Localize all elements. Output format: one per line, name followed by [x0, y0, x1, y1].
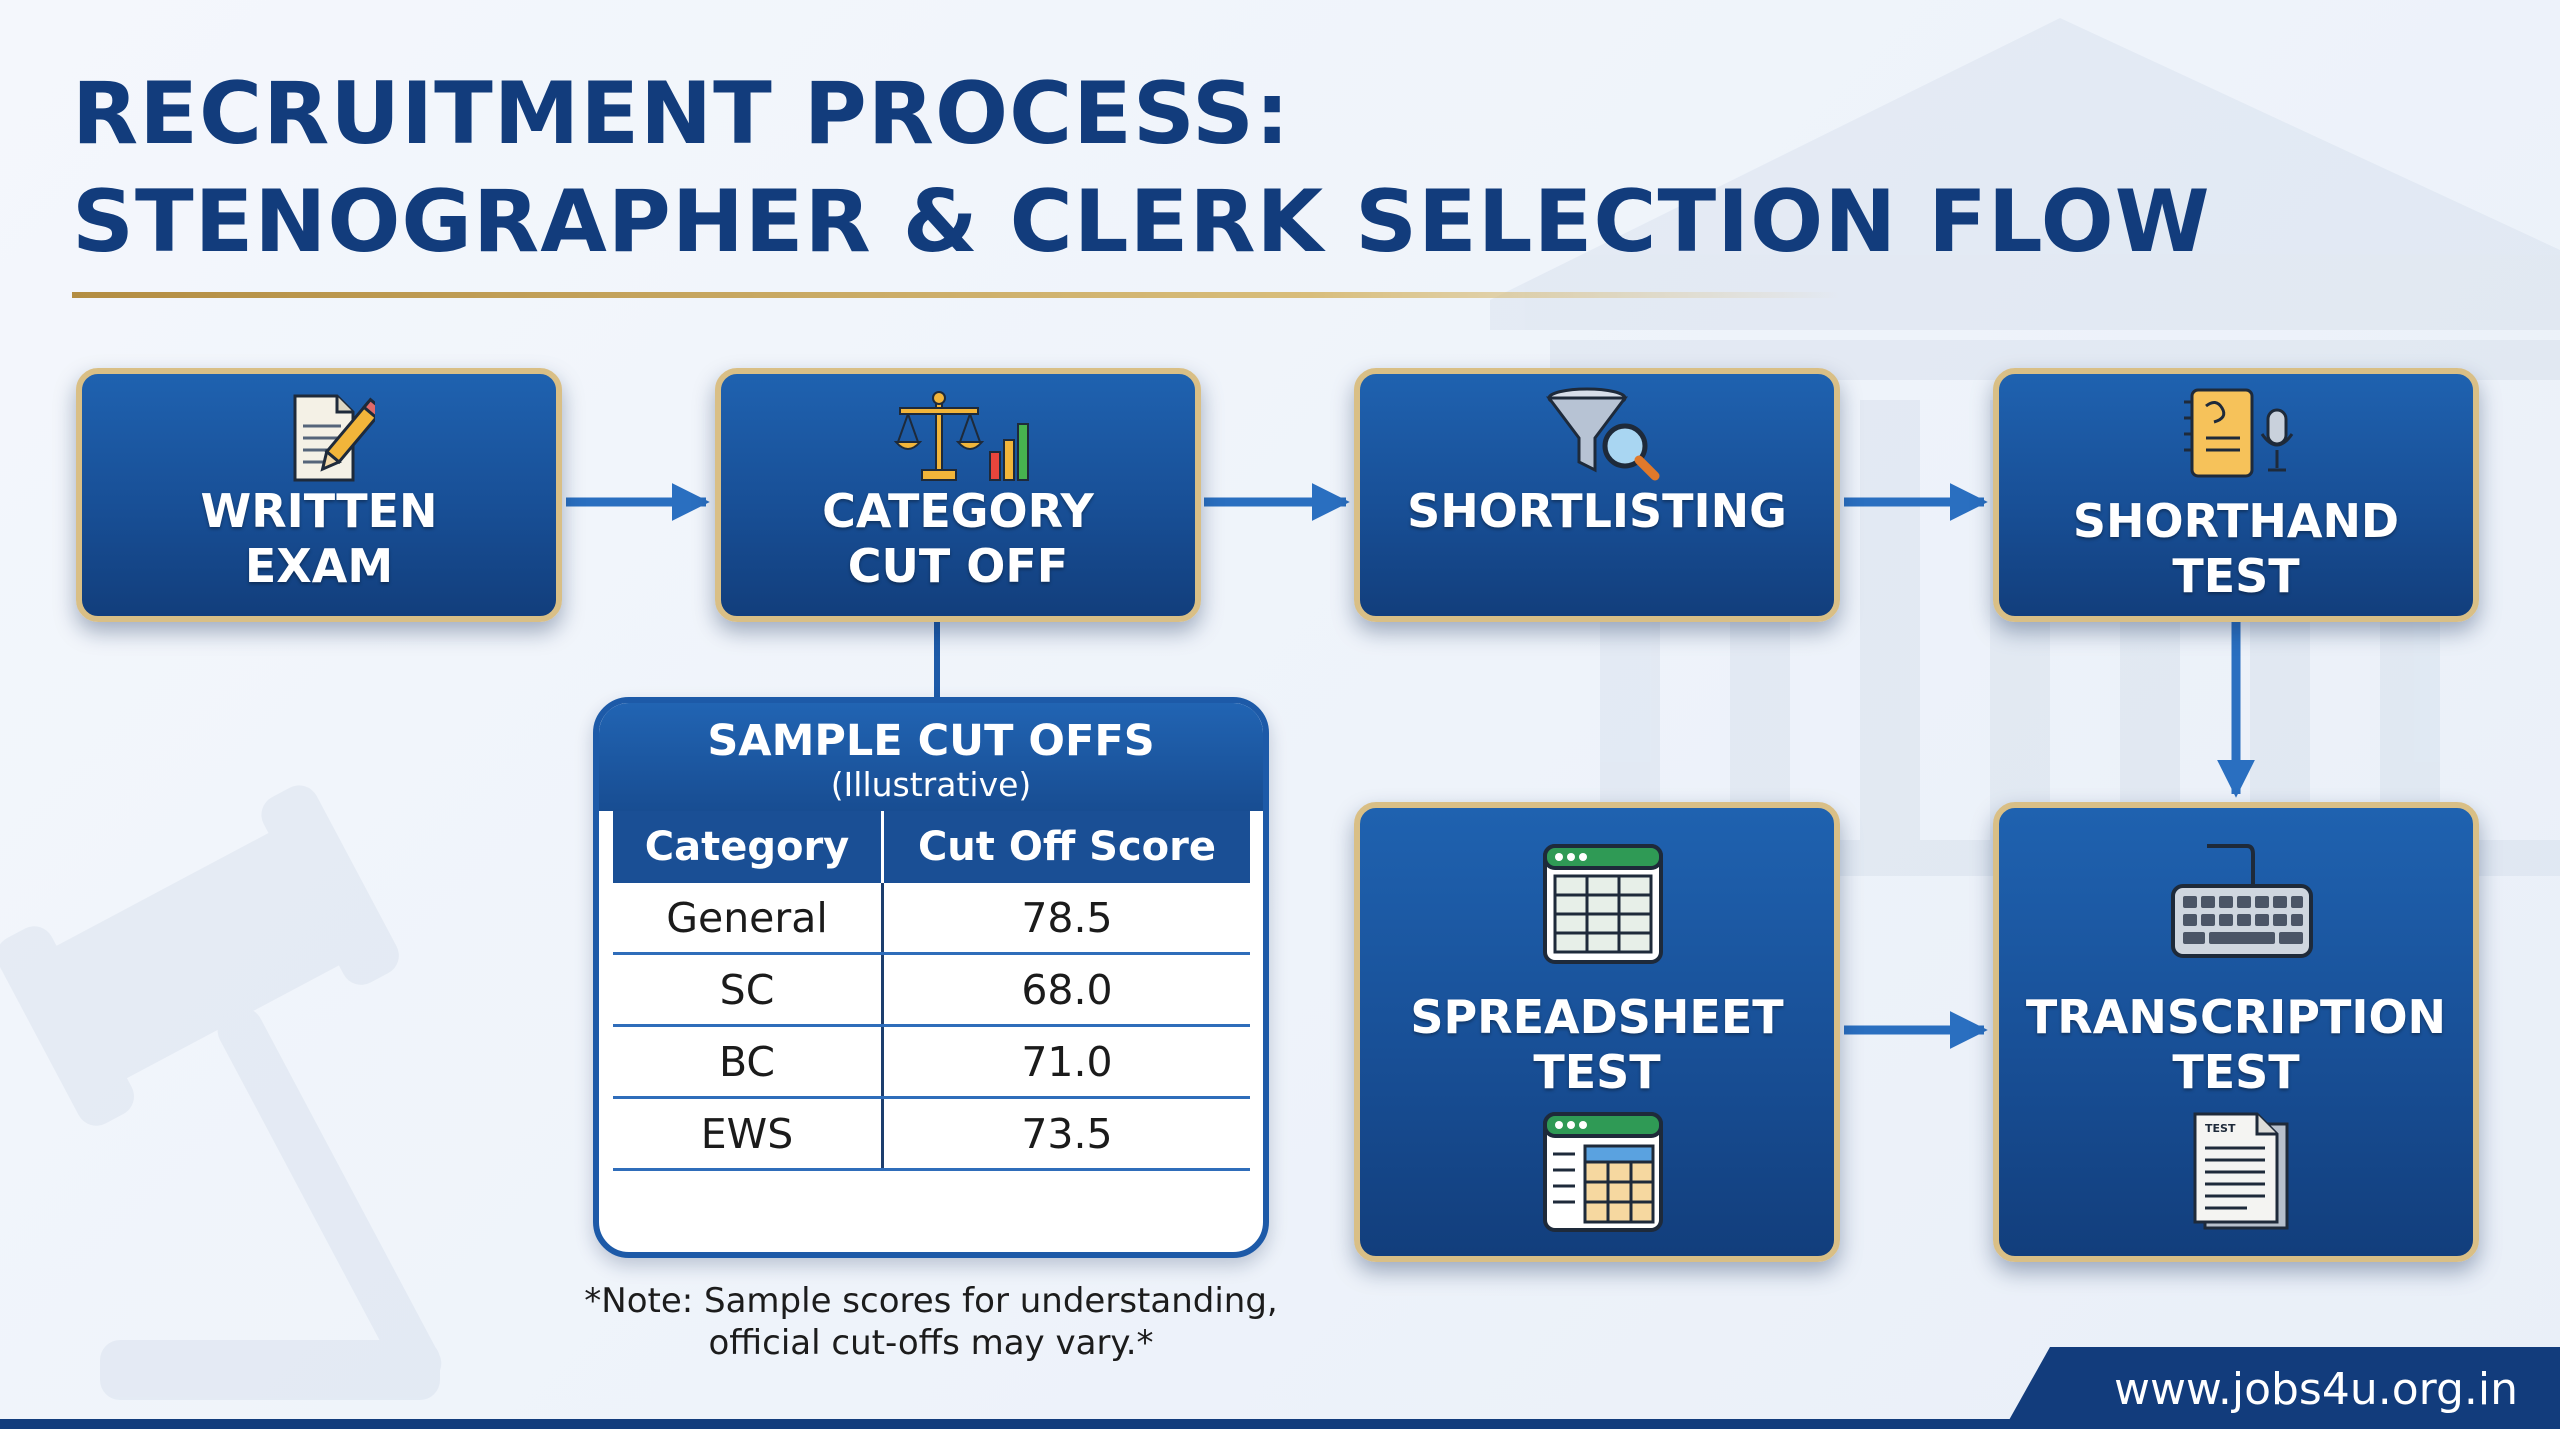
- table-row: EWS 73.5: [613, 1097, 1250, 1171]
- stage-written-exam: WRITTEN EXAM: [76, 368, 562, 622]
- panel-subtitle: (Illustrative): [830, 765, 1032, 804]
- notepad-microphone-icon: [2184, 388, 2294, 478]
- table-header-row: Category Cut Off Score: [613, 811, 1250, 883]
- title-divider: [72, 292, 1840, 298]
- score-cell: 68.0: [882, 953, 1250, 1027]
- category-cell: EWS: [613, 1097, 884, 1171]
- column-header-cut-off-score: Cut Off Score: [882, 811, 1250, 883]
- table-row: BC 71.0: [613, 1025, 1250, 1099]
- title-line-2: STENOGRAPHER & CLERK SELECTION FLOW: [72, 172, 2211, 272]
- score-cell: 73.5: [882, 1097, 1250, 1171]
- stage-label: SPREADSHEET TEST: [1410, 990, 1784, 1099]
- note-line-1: *Note: Sample scores for understanding,: [584, 1281, 1278, 1321]
- spreadsheet-window-icon: [1543, 1112, 1663, 1232]
- title-line-1: RECRUITMENT PROCESS:: [72, 64, 1291, 164]
- bottom-strip: [0, 1419, 2560, 1429]
- stage-label: WRITTEN EXAM: [200, 484, 438, 593]
- exam-paper-pencil-icon: [293, 394, 375, 482]
- sample-cut-offs-panel: SAMPLE CUT OFFS (Illustrative) Category …: [593, 697, 1269, 1258]
- score-cell: 78.5: [882, 883, 1250, 955]
- cut-off-table: Category Cut Off Score General 78.5 SC 6…: [613, 811, 1250, 1171]
- website-url: www.jobs4u.org.in: [2113, 1364, 2518, 1415]
- stage-spreadsheet-test: SPREADSHEET TEST: [1354, 802, 1840, 1262]
- page-title: RECRUITMENT PROCESS: STENOGRAPHER & CLER…: [72, 60, 2211, 276]
- scales-chart-icon: [894, 391, 1029, 481]
- stage-label: SHORTLISTING: [1407, 484, 1787, 538]
- category-cell: BC: [613, 1025, 884, 1099]
- disclaimer-note: *Note: Sample scores for understanding, …: [560, 1280, 1302, 1364]
- table-row: General 78.5: [613, 883, 1250, 955]
- stage-label: SHORTHAND TEST: [2072, 494, 2400, 603]
- spreadsheet-icon: [1543, 844, 1663, 964]
- note-line-2: official cut-offs may vary.*: [708, 1323, 1154, 1363]
- funnel-magnifier-icon: [1546, 387, 1660, 481]
- website-banner: www.jobs4u.org.in: [2004, 1347, 2560, 1429]
- score-cell: 71.0: [882, 1025, 1250, 1099]
- stage-transcription-test: TRANSCRIPTION TEST TEST: [1993, 802, 2479, 1262]
- stage-shortlisting: SHORTLISTING: [1354, 368, 1840, 622]
- category-cell: General: [613, 883, 884, 955]
- panel-header: SAMPLE CUT OFFS (Illustrative): [599, 703, 1263, 811]
- stage-shorthand-test: SHORTHAND TEST: [1993, 368, 2479, 622]
- test-document-icon: TEST: [2193, 1112, 2289, 1230]
- stage-label: TRANSCRIPTION TEST: [2025, 990, 2447, 1099]
- table-row: SC 68.0: [613, 953, 1250, 1027]
- category-cell: SC: [613, 953, 884, 1027]
- panel-title: SAMPLE CUT OFFS: [707, 716, 1155, 766]
- column-header-category: Category: [613, 811, 884, 883]
- stage-category-cut-off: CATEGORY CUT OFF: [715, 368, 1201, 622]
- test-doc-label: TEST: [2205, 1122, 2236, 1135]
- keyboard-icon: [2171, 844, 2313, 958]
- stage-label: CATEGORY CUT OFF: [822, 484, 1094, 593]
- gavel-icon: [0, 785, 442, 1400]
